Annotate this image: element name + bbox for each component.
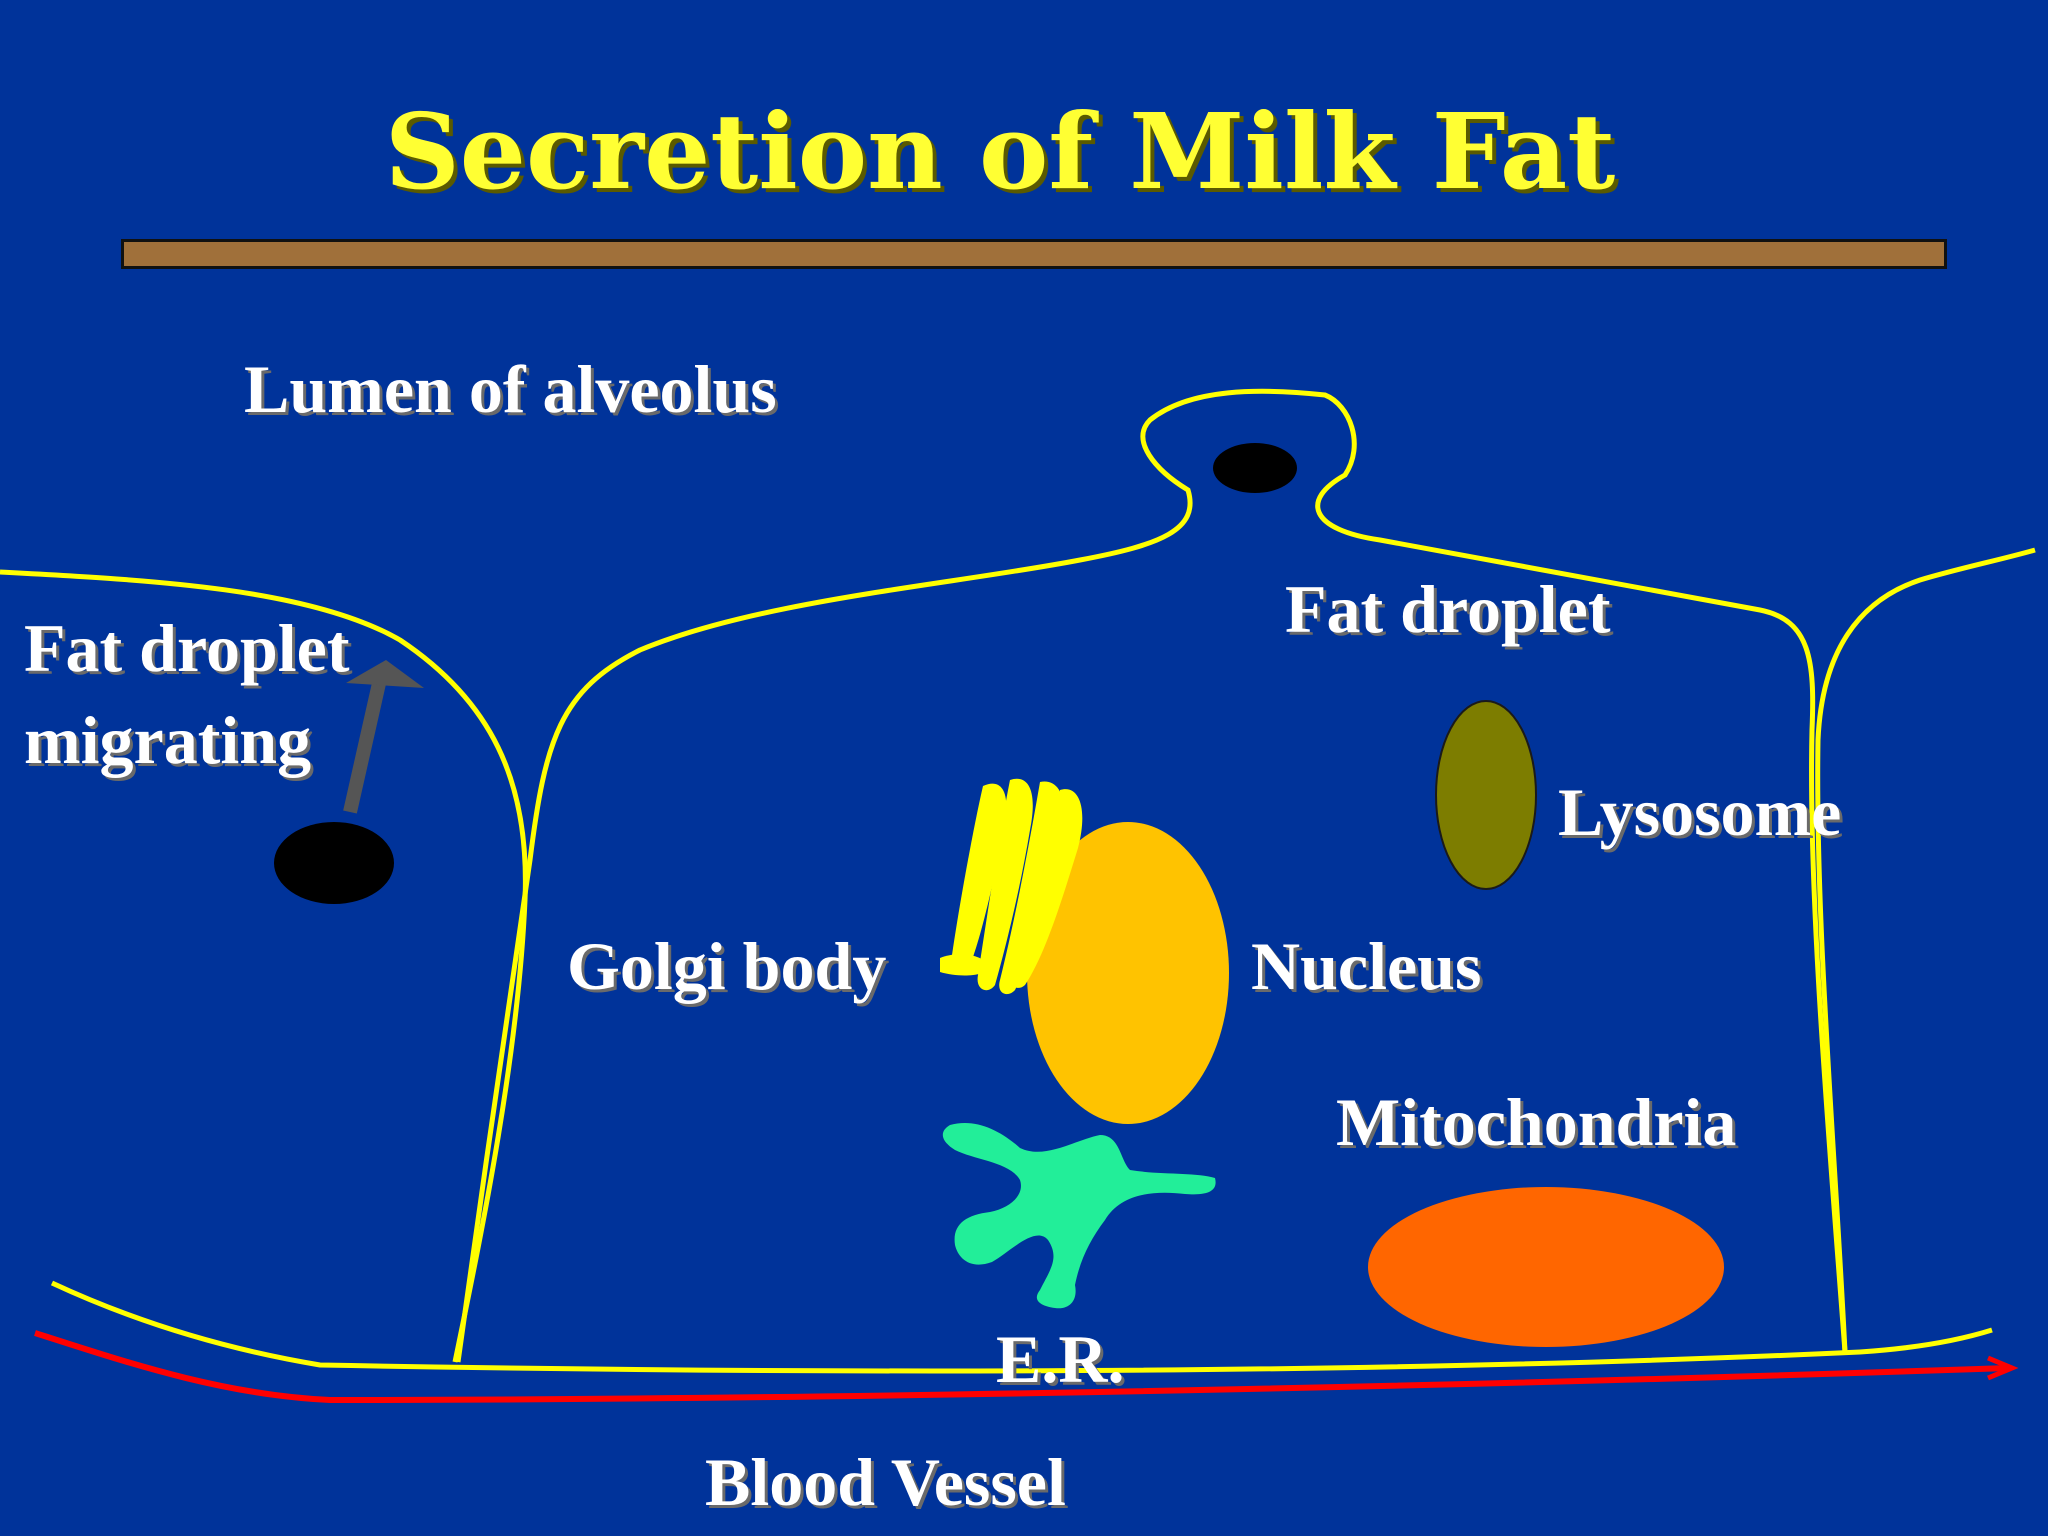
migration-arrow (346, 660, 424, 812)
label-blood-vessel: Blood Vessel (705, 1440, 1066, 1525)
label-lumen-of-alveolus: Lumen of alveolus (244, 347, 777, 432)
secreted-fat-droplet (1213, 443, 1297, 493)
label-fat-droplet: Fat droplet (1285, 567, 1611, 652)
label-nucleus: Nucleus (1251, 924, 1481, 1009)
lysosome (1436, 701, 1536, 889)
label-golgi-body: Golgi body (567, 924, 886, 1009)
label-lysosome: Lysosome (1558, 770, 1841, 855)
migrating-fat-droplet (274, 822, 394, 904)
mitochondria (1368, 1187, 1724, 1347)
label-er: E.R. (996, 1317, 1124, 1402)
endoplasmic-reticulum (943, 1123, 1216, 1308)
label-mitochondria: Mitochondria (1336, 1080, 1736, 1165)
right-cell-membrane (1818, 550, 2035, 1352)
label-fat-droplet-migrating: Fat droplet migrating (24, 602, 350, 786)
